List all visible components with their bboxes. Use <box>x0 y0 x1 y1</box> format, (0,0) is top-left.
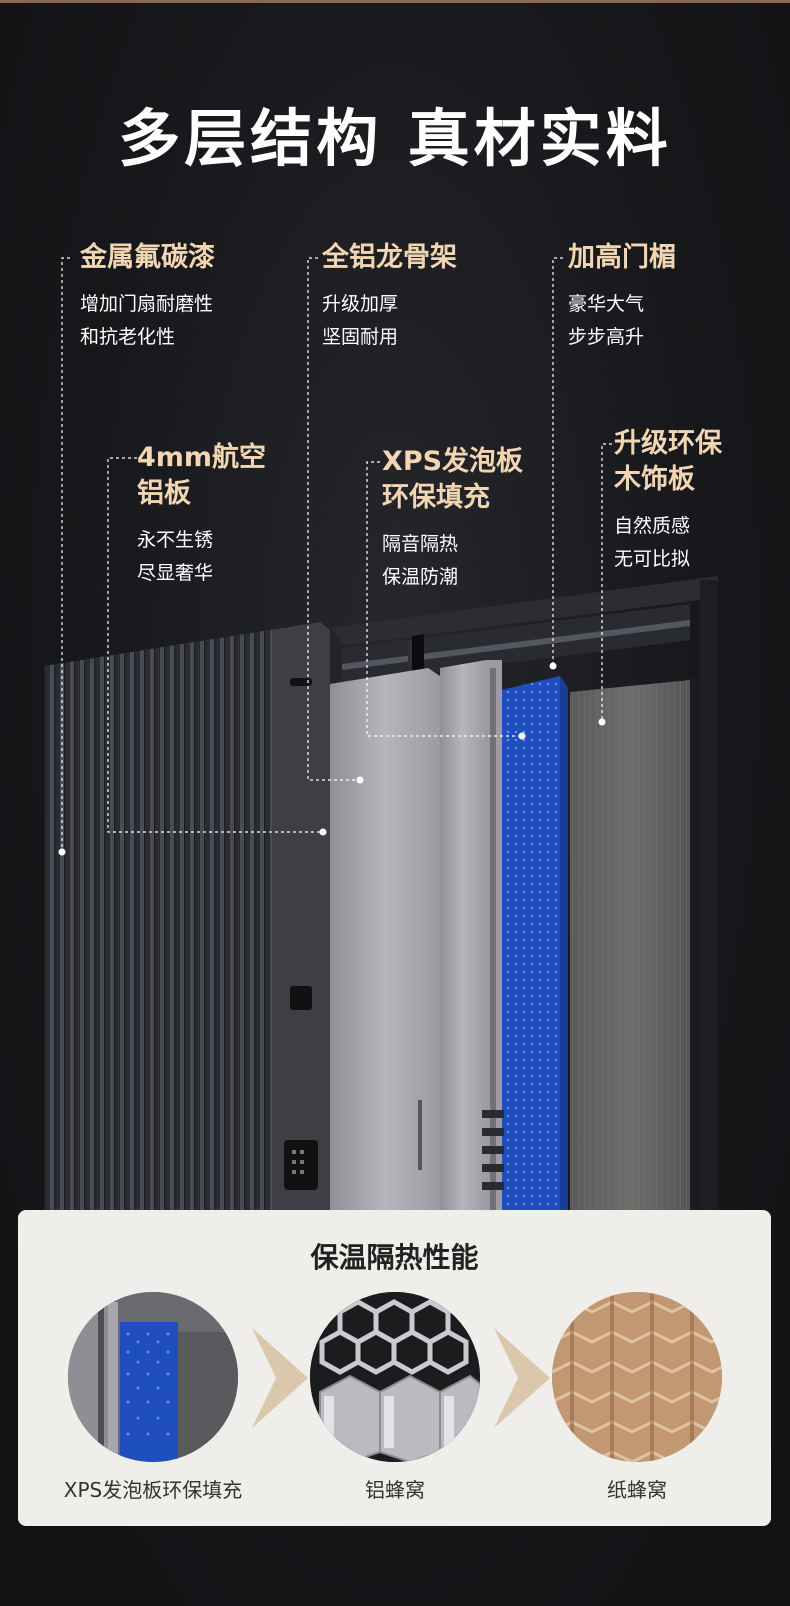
insulation-panel: 保温隔热性能 <box>18 1210 771 1526</box>
feature-aluminum-keel: 全铝龙骨架 升级加厚 坚固耐用 <box>322 240 457 354</box>
feature-heading: 木饰板 <box>614 464 695 495</box>
panel-title: 保温隔热性能 <box>310 1241 479 1274</box>
feature-desc-line: 保温防潮 <box>382 566 459 588</box>
leader-lines <box>61 257 612 852</box>
aluminum-honeycomb-image <box>310 1292 480 1462</box>
feature-desc-line: 豪华大气 <box>568 293 645 315</box>
feature-heading: 金属氟碳漆 <box>80 242 215 273</box>
top-accent-line <box>0 0 790 3</box>
feature-desc: 隔音隔热 保温防潮 <box>382 528 523 594</box>
door-viewer <box>290 678 312 686</box>
chevron-right-icon <box>494 1328 550 1428</box>
feature-heading: 升级环保 <box>614 428 722 459</box>
aluminum-plate-4mm <box>330 668 440 1210</box>
outer-door-leaf <box>44 622 330 1210</box>
xps-foam-board-image <box>68 1292 238 1462</box>
feature-desc-line: 步步高升 <box>568 326 645 348</box>
page-title: 多层结构 真材实料 <box>118 102 672 175</box>
feature-desc-line: 自然质感 <box>614 515 691 537</box>
feature-heading: XPS发泡板 <box>382 446 524 477</box>
feature-desc-line: 和抗老化性 <box>80 326 176 348</box>
feature-desc-line: 尽显奢华 <box>137 562 214 584</box>
feature-wood-panel: 升级环保 木饰板 自然质感 无可比拟 <box>614 426 722 576</box>
caption-paper-honeycomb: 纸蜂窝 <box>607 1478 667 1502</box>
feature-xps-foam-board: XPS发泡板 环保填充 隔音隔热 保温防潮 <box>382 444 523 594</box>
feature-desc: 永不生锈 尽显奢华 <box>137 524 266 590</box>
feature-aviation-aluminum-plate: 4mm航空 铝板 永不生锈 尽显奢华 <box>137 440 266 590</box>
feature-desc-line: 隔音隔热 <box>382 533 459 555</box>
leader-dots <box>58 662 606 856</box>
feature-heading: 4mm航空 <box>137 442 267 473</box>
feature-heading: 环保填充 <box>382 482 490 513</box>
door-layers-illustration <box>44 257 718 1210</box>
door-frame-side <box>700 580 718 1210</box>
feature-heading: 加高门楣 <box>568 242 676 273</box>
door-lock-top <box>290 986 312 1010</box>
door-frame-outer <box>330 576 718 1210</box>
feature-raised-lintel: 加高门楣 豪华大气 步步高升 <box>568 240 676 354</box>
feature-desc-line: 永不生锈 <box>137 529 214 551</box>
caption-xps-foam: XPS发泡板环保填充 <box>63 1478 243 1502</box>
feature-desc-line: 无可比拟 <box>614 548 691 570</box>
feature-desc: 豪华大气 步步高升 <box>568 288 676 354</box>
feature-desc-line: 增加门扇耐磨性 <box>80 293 214 315</box>
caption-aluminum-honeycomb: 铝蜂窝 <box>365 1478 425 1502</box>
feature-heading: 铝板 <box>137 478 191 509</box>
feature-desc: 增加门扇耐磨性 和抗老化性 <box>80 288 215 354</box>
feature-desc: 自然质感 无可比拟 <box>614 510 722 576</box>
feature-metal-fluorocarbon-paint: 金属氟碳漆 增加门扇耐磨性 和抗老化性 <box>80 240 215 354</box>
paper-honeycomb-image <box>552 1292 722 1462</box>
feature-heading: 全铝龙骨架 <box>322 242 457 273</box>
aluminum-keel-frame <box>440 660 486 1210</box>
feature-desc-line: 坚固耐用 <box>322 326 399 348</box>
xps-foam-layer <box>502 676 568 1210</box>
door-smart-lock <box>284 1140 318 1190</box>
feature-desc-line: 升级加厚 <box>322 293 399 315</box>
feature-desc: 升级加厚 坚固耐用 <box>322 288 457 354</box>
chevron-right-icon <box>252 1328 308 1428</box>
